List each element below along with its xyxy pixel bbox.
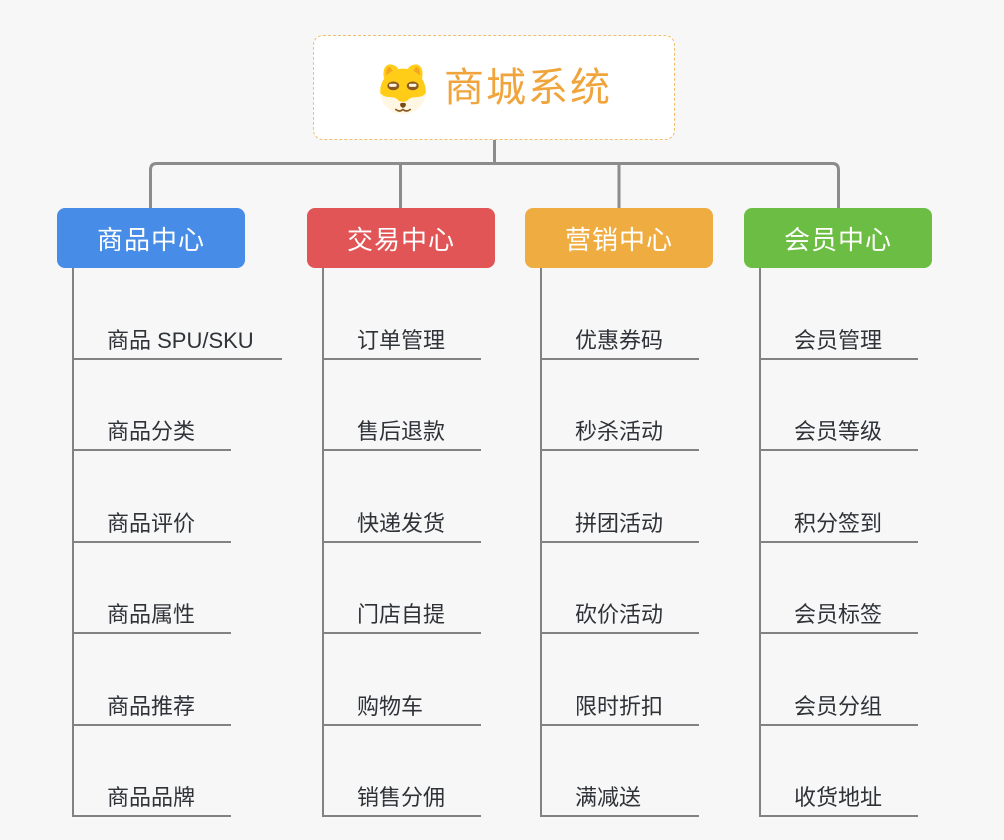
child-label: 限时折扣 [575,693,664,719]
child-label: 商品 SPU/SKU [107,327,254,353]
child-topic[interactable]: 秒杀活动 [542,360,699,451]
child-label: 商品品牌 [107,785,196,810]
child-label: 快递发货 [357,510,446,536]
root-node[interactable]: 商城系统 [313,35,675,140]
child-label: 销售分佣 [357,785,446,810]
child-label: 商品分类 [107,419,196,444]
branch-label: 会员中心 [783,224,892,255]
child-topic[interactable]: 快递发货 [324,451,481,543]
branch-children: 订单管理 售后退款 快递发货 门店自提 购物车 销售分佣 [322,268,495,817]
child-topic[interactable]: 商品品牌 [74,726,231,817]
child-label: 商品推荐 [107,693,196,719]
branch-label: 营销中心 [564,224,673,255]
child-topic[interactable]: 售后退款 [324,360,481,451]
child-topic[interactable]: 会员等级 [761,360,918,451]
child-topic[interactable]: 商品属性 [74,543,231,634]
branch-children: 商品 SPU/SKU 商品分类 商品评价 商品属性 商品推荐 商品品牌 [72,268,282,817]
child-label: 拼团活动 [575,510,664,536]
child-label: 售后退款 [357,419,446,444]
child-topic[interactable]: 商品分类 [74,360,231,451]
branch-children: 优惠券码 秒杀活动 拼团活动 砍价活动 限时折扣 满减送 [540,268,713,817]
branch-3: 营销中心 优惠券码 秒杀活动 拼团活动 砍价活动 限时折扣 满减送 [525,208,713,817]
branch-1: 商品中心 商品 SPU/SKU 商品分类 商品评价 商品属性 商品推荐 商品品牌 [57,208,282,817]
child-topic[interactable]: 会员分组 [761,634,918,726]
child-topic[interactable]: 拼团活动 [542,451,699,543]
child-topic[interactable]: 商品推荐 [74,634,231,726]
doge-icon [380,63,426,114]
branch-bar-line [149,162,840,208]
child-label: 优惠券码 [575,327,664,353]
branch-label: 交易中心 [346,224,455,255]
child-label: 购物车 [357,693,424,719]
child-topic[interactable]: 会员管理 [761,268,918,360]
child-label: 门店自提 [357,602,446,627]
child-topic[interactable]: 商品评价 [74,451,231,543]
child-label: 商品属性 [107,602,196,627]
child-topic[interactable]: 限时折扣 [542,634,699,726]
branch-4: 会员中心 会员管理 会员等级 积分签到 会员标签 会员分组 收货地址 [744,208,932,817]
child-label: 会员等级 [794,419,883,444]
child-label: 会员分组 [794,693,883,719]
child-topic[interactable]: 购物车 [324,634,481,726]
child-label: 收货地址 [794,785,883,810]
child-topic[interactable]: 门店自提 [324,543,481,634]
branch-label: 商品中心 [96,224,205,255]
child-topic[interactable]: 满减送 [542,726,699,817]
branch-header[interactable]: 交易中心 [307,208,495,268]
child-topic[interactable]: 销售分佣 [324,726,481,817]
root-title: 商城系统 [444,65,612,110]
child-label: 会员标签 [794,602,883,627]
child-topic[interactable]: 商品 SPU/SKU [74,268,282,360]
child-label: 订单管理 [357,327,446,353]
child-topic[interactable]: 积分签到 [761,451,918,543]
branch-children: 会员管理 会员等级 积分签到 会员标签 会员分组 收货地址 [759,268,932,817]
child-topic[interactable]: 会员标签 [761,543,918,634]
child-label: 积分签到 [794,510,883,536]
branch-header[interactable]: 会员中心 [744,208,932,268]
branch-header[interactable]: 营销中心 [525,208,713,268]
child-label: 会员管理 [794,327,883,353]
child-label: 秒杀活动 [575,419,664,444]
branch-header[interactable]: 商品中心 [57,208,245,268]
child-topic[interactable]: 优惠券码 [542,268,699,360]
child-topic[interactable]: 砍价活动 [542,543,699,634]
child-topic[interactable]: 收货地址 [761,726,918,817]
child-label: 砍价活动 [575,602,664,627]
child-label: 满减送 [575,785,642,810]
child-label: 商品评价 [107,510,196,536]
child-topic[interactable]: 订单管理 [324,268,481,360]
branch-2: 交易中心 订单管理 售后退款 快递发货 门店自提 购物车 销售分佣 [307,208,495,817]
